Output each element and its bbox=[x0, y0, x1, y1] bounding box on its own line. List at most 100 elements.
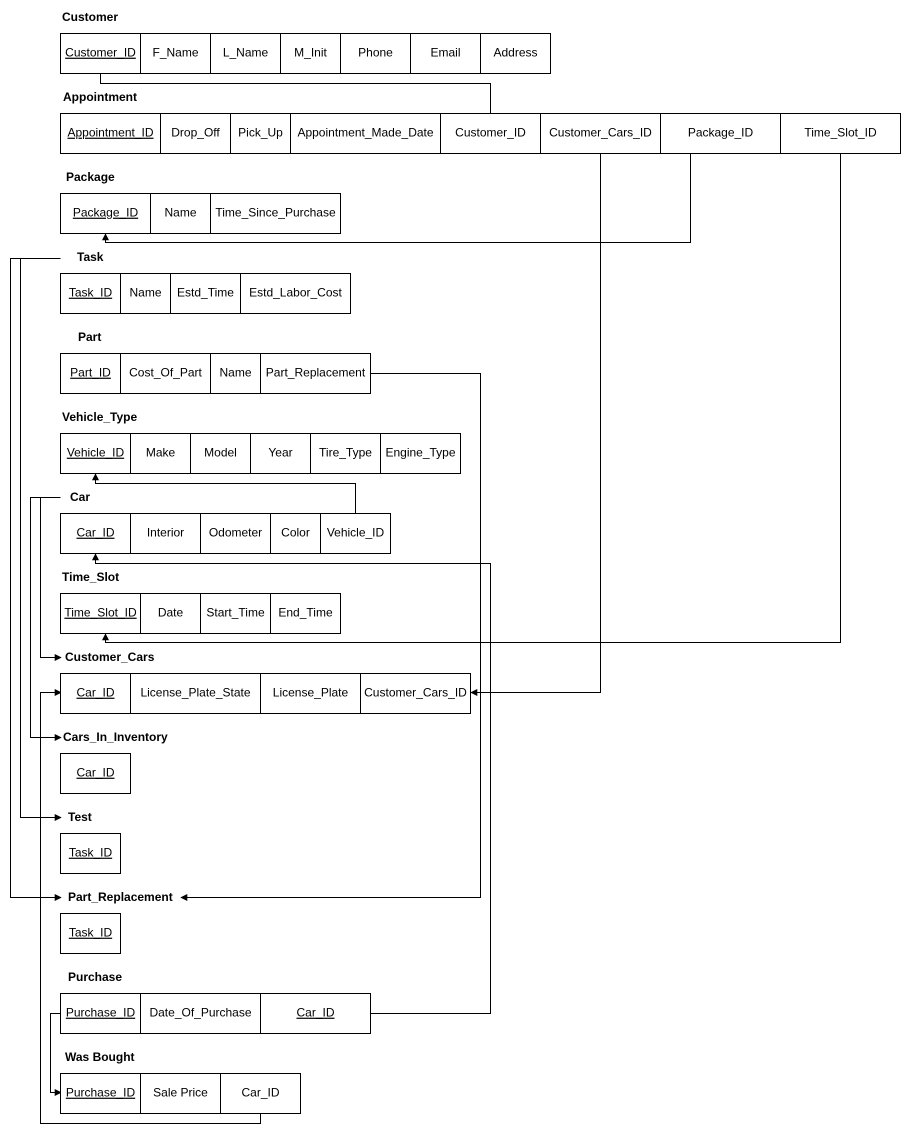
column-label: Color bbox=[281, 526, 310, 540]
column-cell-box bbox=[60, 513, 131, 554]
key-column-label: Purchase_ID bbox=[66, 1086, 136, 1100]
column-cell: Part_ID bbox=[60, 353, 121, 394]
column-cell: Vehicle_ID bbox=[320, 513, 391, 554]
key-column-label: Customer_ID bbox=[65, 46, 136, 60]
table-title-part: Part bbox=[78, 330, 101, 344]
column-cell-box bbox=[410, 33, 481, 74]
column-cell-box bbox=[190, 433, 251, 474]
column-cell: Car_ID bbox=[60, 753, 131, 794]
column-cell: L_Name bbox=[210, 33, 281, 74]
relationship-task-partreplacement bbox=[10, 258, 62, 901]
column-cell: Start_Time bbox=[200, 593, 271, 634]
column-label: Odometer bbox=[209, 526, 262, 540]
column-cell: Time_Slot_ID bbox=[60, 593, 141, 634]
column-cell-box bbox=[120, 273, 171, 314]
key-column-label: Purchase_ID bbox=[66, 1006, 136, 1020]
column-cell-box bbox=[60, 833, 121, 874]
column-cell: License_Plate bbox=[260, 673, 361, 714]
column-cell: Name bbox=[210, 353, 261, 394]
key-column-label: Appointment_ID bbox=[67, 126, 153, 140]
key-column-label: Task_ID bbox=[69, 846, 113, 860]
column-label: Year bbox=[268, 446, 292, 460]
table-title-car: Car bbox=[70, 490, 90, 504]
column-cell-box bbox=[220, 1073, 301, 1114]
column-cell-box bbox=[260, 673, 361, 714]
column-cell-box bbox=[360, 673, 471, 714]
column-cell-box bbox=[130, 673, 261, 714]
column-cell: Part_Replacement bbox=[260, 353, 371, 394]
key-column-label: Task_ID bbox=[69, 286, 113, 300]
column-cell: Estd_Time bbox=[170, 273, 241, 314]
key-column-label: Time_Slot_ID bbox=[64, 606, 137, 620]
column-cell-box bbox=[60, 193, 151, 234]
column-label: F_Name bbox=[152, 46, 198, 60]
column-label: Customer_Cars_ID bbox=[549, 126, 652, 140]
key-column-label: Car_ID bbox=[76, 526, 114, 540]
table-title-cars-in-inventory: Cars_In_Inventory bbox=[63, 730, 168, 744]
column-cell: License_Plate_State bbox=[130, 673, 261, 714]
column-cell-box bbox=[140, 993, 261, 1034]
column-cell: Appointment_ID bbox=[60, 113, 161, 154]
key-column-label: Part_ID bbox=[70, 366, 111, 380]
column-label: Car_ID bbox=[241, 1086, 279, 1100]
column-cell: Package_ID bbox=[60, 193, 151, 234]
relationship-car-vehicletype bbox=[92, 473, 356, 514]
column-label: End_Time bbox=[278, 606, 333, 620]
column-label: Customer_Cars_ID bbox=[364, 686, 467, 700]
column-cell: Engine_Type bbox=[380, 433, 461, 474]
column-cell-box bbox=[130, 513, 201, 554]
column-cell: Customer_ID bbox=[440, 113, 541, 154]
column-cell: Vehicle_ID bbox=[60, 433, 131, 474]
column-cell: Car_ID bbox=[220, 1073, 301, 1114]
column-label: Vehicle_ID bbox=[327, 526, 385, 540]
relationship-car-customercars bbox=[40, 497, 62, 661]
column-cell-box bbox=[210, 193, 341, 234]
key-column-label: Car_ID bbox=[76, 766, 114, 780]
column-cell-box bbox=[310, 433, 381, 474]
column-cell: Color bbox=[270, 513, 321, 554]
column-cell: Email bbox=[410, 33, 481, 74]
relationship-appointment-package bbox=[102, 153, 691, 243]
key-column-label: Task_ID bbox=[69, 926, 113, 940]
column-cell-box bbox=[60, 993, 141, 1034]
relationship-appointment-customer bbox=[100, 73, 491, 114]
column-cell: Name bbox=[150, 193, 211, 234]
column-cell: Phone bbox=[340, 33, 411, 74]
column-cell-box bbox=[290, 113, 441, 154]
column-cell-box bbox=[260, 993, 371, 1034]
column-cell: Estd_Labor_Cost bbox=[240, 273, 351, 314]
column-cell-box bbox=[140, 593, 201, 634]
column-label: Address bbox=[493, 46, 537, 60]
column-cell-box bbox=[210, 353, 261, 394]
table-title-package: Package bbox=[66, 170, 115, 184]
relationship-appointment-customercars bbox=[470, 153, 601, 696]
column-cell: Appointment_Made_Date bbox=[290, 113, 441, 154]
column-cell-box bbox=[60, 353, 121, 394]
column-label: Estd_Labor_Cost bbox=[249, 286, 342, 300]
column-label: Make bbox=[146, 446, 176, 460]
column-cell: Address bbox=[480, 33, 551, 74]
column-cell-box bbox=[130, 433, 191, 474]
relationship-appointment-timeslot bbox=[102, 153, 841, 643]
column-cell: Customer_ID bbox=[60, 33, 141, 74]
column-label: Package_ID bbox=[688, 126, 754, 140]
column-label: Model bbox=[204, 446, 237, 460]
column-label: Date bbox=[158, 606, 184, 620]
column-cell-box bbox=[160, 113, 231, 154]
column-label: Tire_Type bbox=[319, 446, 372, 460]
column-cell: Pick_Up bbox=[230, 113, 291, 154]
column-cell: Purchase_ID bbox=[60, 993, 141, 1034]
relationship-purchase-car bbox=[92, 553, 491, 1014]
column-label: M_Init bbox=[294, 46, 327, 60]
table-title-part-replacement: Part_Replacement bbox=[68, 890, 173, 904]
column-label: Pick_Up bbox=[238, 126, 283, 140]
